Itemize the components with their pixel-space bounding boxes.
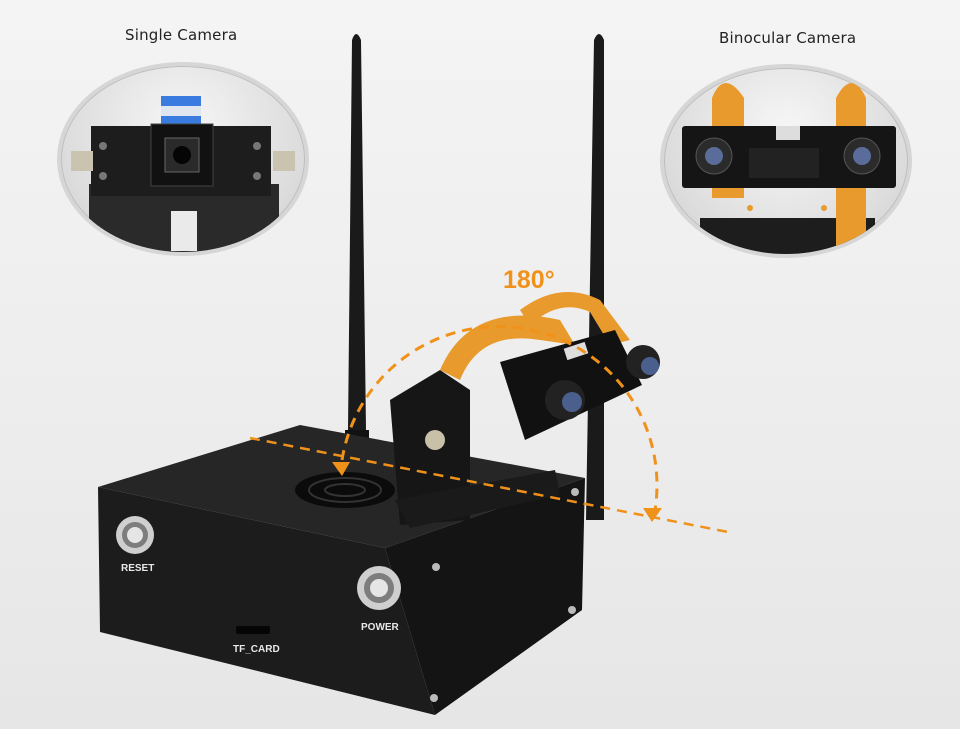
thumb-screw: [425, 430, 445, 450]
tf-card-slot: [236, 626, 270, 634]
rotation-angle-label: 180°: [503, 266, 555, 294]
reset-label: RESET: [121, 563, 155, 574]
reset-button-icon: [116, 516, 154, 554]
single-camera-label: Single Camera: [125, 26, 238, 44]
fan-vent-icon: [295, 472, 395, 508]
binocular-camera-inset: [660, 64, 912, 258]
single-camera-photo: [71, 96, 295, 252]
rotation-indicator: [249, 325, 729, 534]
single-camera-inset: [57, 62, 309, 256]
antenna-left-icon: [345, 34, 369, 450]
power-label: POWER: [361, 622, 399, 633]
binocular-camera-label: Binocular Camera: [719, 29, 857, 47]
power-button-icon: [357, 566, 401, 610]
tf-card-label: TF_CARD: [233, 644, 280, 655]
antenna-right-icon: [586, 34, 604, 520]
